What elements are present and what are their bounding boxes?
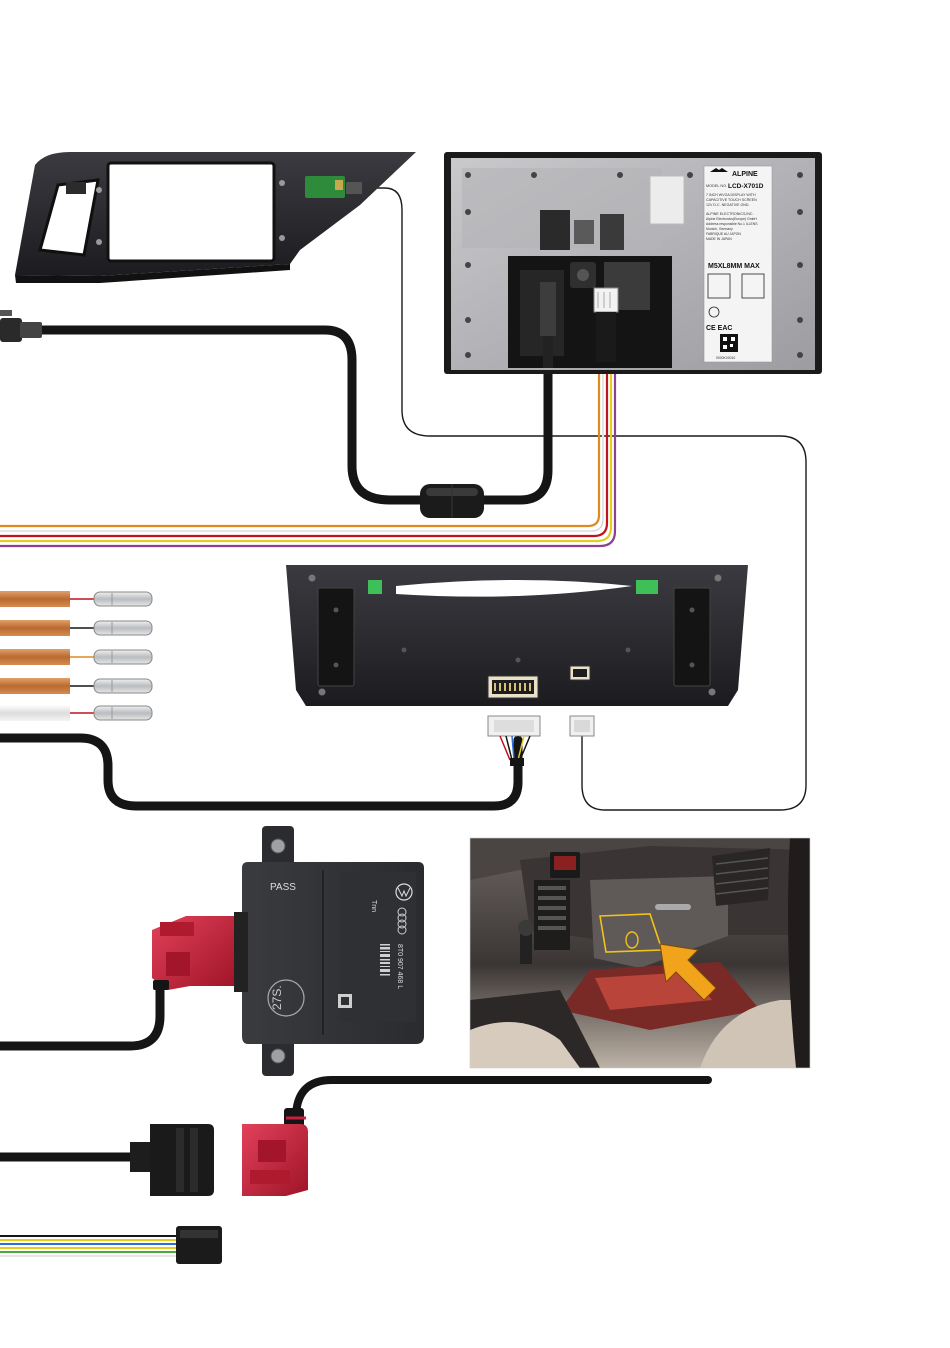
power-cable xyxy=(0,738,518,806)
display-wire-bundle xyxy=(0,366,615,546)
model-label: LCD-X701D xyxy=(728,183,764,190)
module-tag: Tnn xyxy=(370,900,377,912)
ferrite-core xyxy=(420,484,484,518)
spec-line-2: CAPACITIVE TOUCH SCREEN xyxy=(706,198,757,202)
bottom-wire-bundle xyxy=(0,1236,176,1256)
module-number-label: 27S. xyxy=(270,985,284,1010)
bottom-wire-connector xyxy=(176,1226,222,1264)
loose-wires xyxy=(0,591,152,721)
barcode-text: 0000K00010 xyxy=(716,356,735,360)
terminal-pins xyxy=(94,592,152,720)
antenna-connector xyxy=(0,310,42,342)
screw-spec-label: M5XL8MM MAX xyxy=(708,263,760,270)
brand-label: ALPINE xyxy=(732,171,758,178)
control-panel-back xyxy=(286,565,748,706)
company-line-5: FABRIQUE AU JAPON xyxy=(706,232,741,236)
company-line-4: Munich, Germany xyxy=(706,227,733,231)
spec-line-3: 12V D.C. NEGATIVE GND. xyxy=(706,203,749,207)
qr-code-icon xyxy=(720,334,738,352)
company-line-2: Alpine Electronics(Europe) GmbH xyxy=(706,217,757,221)
obd-connector xyxy=(130,1124,214,1196)
display-unit-back: ALPINE MODEL NO. LCD-X701D 7 INCH WVGA D… xyxy=(444,152,822,374)
module-pass-label: PASS xyxy=(270,882,296,893)
module-cable xyxy=(0,985,160,1046)
model-prefix: MODEL NO. xyxy=(706,184,727,188)
module-part-number: 8T0 907 468 L xyxy=(396,944,403,989)
gateway-module: PASS 27S. Tnn 8T0 907 468 L xyxy=(234,826,424,1076)
red-connector-can xyxy=(242,1108,308,1196)
red-connector-module xyxy=(152,916,234,990)
company-line-6: MADE IN JAPAN xyxy=(706,237,732,241)
company-line-3: Address responsible No.1 ILLENS xyxy=(706,222,758,226)
antenna-cable xyxy=(40,330,430,500)
dash-bezel xyxy=(15,152,416,283)
company-line-1: ALPINE ELECTRONICS,INC. xyxy=(706,212,754,216)
spec-line-1: 7 INCH WVGA DISPLAY WITH xyxy=(706,193,756,197)
car-interior-photo xyxy=(470,838,810,1068)
panel-small-plug xyxy=(570,716,594,736)
can-cable xyxy=(296,1080,708,1118)
cert-marks: CE EAC xyxy=(706,325,732,332)
antenna-cable-2 xyxy=(480,366,548,500)
